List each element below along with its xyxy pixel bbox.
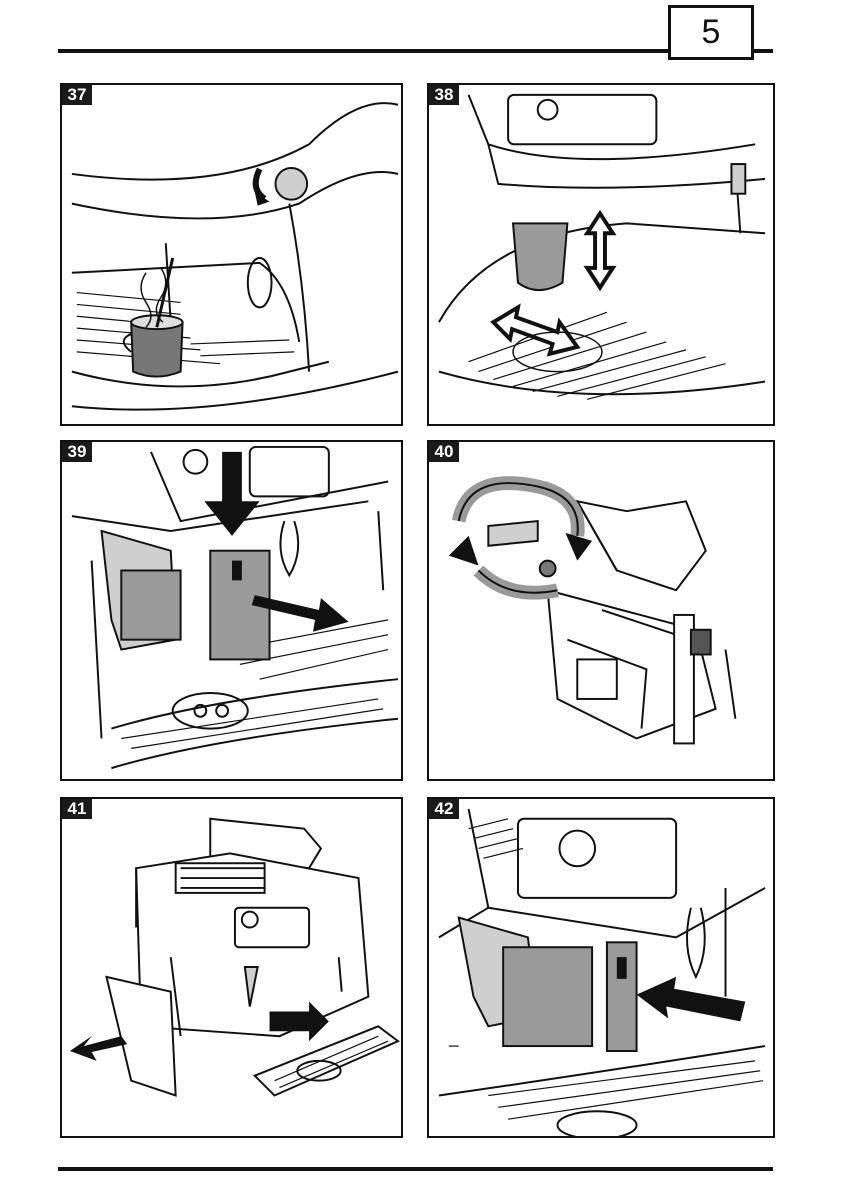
steam-knob-turn-icon [252, 167, 309, 206]
brew-group-icon [546, 499, 737, 745]
step-label: 42 [429, 799, 459, 819]
bottom-rule [58, 1167, 773, 1171]
page-number: 5 [701, 13, 721, 51]
top-rule [58, 49, 773, 53]
right-arrow-icon [251, 595, 349, 632]
brew-group-rotate-illustration [448, 476, 737, 745]
step-panel-40: 40 [427, 440, 775, 781]
step-label: 41 [62, 799, 92, 819]
brew-group-insertion-illustration [438, 808, 766, 1136]
page-number-box: 5 [668, 5, 754, 60]
up-down-arrow-icon [583, 209, 617, 292]
step-label: 40 [429, 442, 459, 462]
step-label: 37 [62, 85, 92, 105]
left-arrow-icon [69, 1036, 128, 1061]
dispenser-adjust-illustration [438, 93, 766, 400]
left-right-arrow-icon [490, 303, 603, 373]
cup-steam-wand-icon [122, 257, 184, 378]
dispenser-icon [511, 222, 569, 292]
step-panel-39: 39 [60, 440, 403, 781]
step-panel-41: 41 [60, 797, 403, 1138]
brew-group-removal-illustration [71, 445, 399, 770]
brew-group-icon [100, 529, 271, 661]
left-arrow-icon [636, 976, 746, 1022]
drip-tray-removal-illustration [69, 817, 400, 1097]
step-panel-37: 37 [60, 83, 403, 426]
step-label: 39 [62, 442, 92, 462]
down-arrow-icon [204, 451, 260, 536]
brew-group-icon [457, 916, 638, 1052]
rotate-arrow-icon [448, 476, 593, 600]
right-arrow-icon [269, 1001, 329, 1042]
step-label: 38 [429, 85, 459, 105]
steam-wand-illustration [71, 102, 399, 411]
step-panel-42: 42 [427, 797, 775, 1138]
step-panel-38: 38 [427, 83, 775, 426]
